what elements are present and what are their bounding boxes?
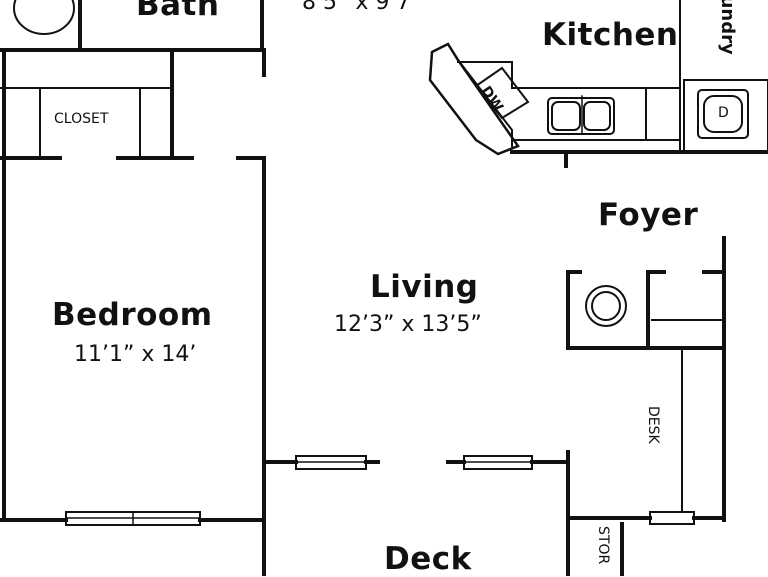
laundry-label: Laundry bbox=[717, 0, 738, 55]
foyer-label: Foyer bbox=[598, 197, 699, 233]
sink-icon bbox=[547, 95, 615, 135]
dryer-label: D bbox=[718, 105, 729, 121]
storage-label: STOR bbox=[595, 526, 611, 565]
kitchen-dims: 8’5” x 9’7” bbox=[302, 0, 422, 15]
kitchen-label: Kitchen bbox=[542, 17, 679, 53]
water-heater-icon bbox=[585, 285, 627, 327]
bedroom-label: Bedroom bbox=[52, 297, 213, 333]
desk-window bbox=[649, 511, 695, 525]
bathtub-icon bbox=[13, 0, 75, 35]
bath-label: Bath bbox=[136, 0, 220, 23]
dryer-icon bbox=[697, 89, 749, 139]
desk-label: DESK bbox=[645, 406, 661, 444]
deck-label: Deck bbox=[384, 541, 472, 577]
closet-label: CLOSET bbox=[54, 111, 109, 127]
living-label: Living bbox=[370, 269, 479, 305]
laundry-closet bbox=[683, 79, 768, 153]
dishwasher-icon bbox=[474, 66, 530, 120]
bedroom-dims: 11’1” x 14’ bbox=[74, 342, 197, 367]
kitchen-counter-angled bbox=[428, 42, 520, 156]
living-dims: 12’3” x 13’5” bbox=[334, 312, 482, 337]
